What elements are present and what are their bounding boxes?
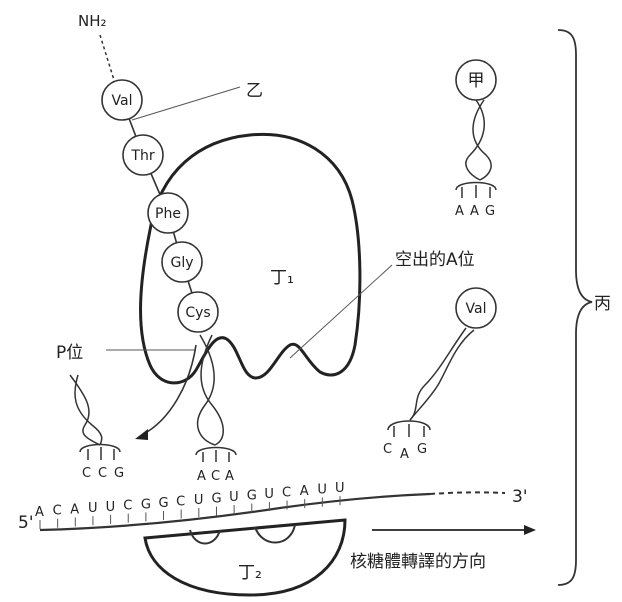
mrna-base: C <box>282 486 291 501</box>
anticodon-base: C <box>211 469 220 484</box>
direction-arrow-head <box>524 525 536 535</box>
amino-acid-label: Val <box>466 301 487 317</box>
anticodon-base: A <box>470 204 479 219</box>
mrna-base: C <box>123 499 132 514</box>
curly-brace <box>558 30 592 585</box>
anticodon-base: A <box>225 469 234 484</box>
bing-label: 丙 <box>594 294 611 314</box>
anticodon-base: G <box>114 466 124 481</box>
small-ribosome-subunit <box>145 520 345 595</box>
mrna-base: U <box>229 490 239 505</box>
amino-acid-val: Val <box>102 80 142 120</box>
mrna-base: A <box>300 484 309 499</box>
mrna-base: G <box>211 491 221 506</box>
mrna-base: A <box>70 502 79 517</box>
mrna-base: U <box>264 487 274 502</box>
trna-exiting <box>70 375 120 460</box>
anticodon-base: C <box>383 442 392 457</box>
amino-acid-thr: Thr <box>123 135 163 175</box>
five-prime-label: 5' <box>18 513 34 533</box>
mrna-base: C <box>53 504 62 519</box>
nh2-bond <box>100 35 114 80</box>
amino-acid-label: Cys <box>185 305 210 321</box>
anticodon-base: G <box>485 204 495 219</box>
trna-free-val <box>388 328 474 437</box>
yi-leader-line <box>132 87 240 120</box>
anticodon-base: A <box>197 469 206 484</box>
p-site-label: P位 <box>56 343 83 363</box>
anticodon-base: A <box>400 447 409 462</box>
amino-acid-label: Thr <box>130 148 154 164</box>
direction-label: 核糖體轉譯的方向 <box>350 552 486 572</box>
amino-acid-label: Gly <box>170 255 193 271</box>
empty-a-site-label: 空出的A位 <box>395 250 475 270</box>
ribosome-large-label: 丁₁ <box>270 268 294 288</box>
amino-acid-cys: Cys <box>178 292 218 332</box>
mrna-base: G <box>159 496 169 511</box>
mrna-strand-dashed <box>430 492 505 494</box>
mrna-base: U <box>106 500 116 515</box>
mrna-base: G <box>247 489 257 504</box>
amino-acid-gly: Gly <box>162 242 202 282</box>
yi-label: 乙 <box>246 81 263 101</box>
trna-free-top <box>456 100 496 198</box>
amino-acid-label: Phe <box>155 206 181 222</box>
anticodon-base: C <box>82 466 91 481</box>
anticodon-base: A <box>455 204 464 219</box>
amino-acid-phe: Phe <box>148 193 188 233</box>
mrna-base: G <box>141 497 151 512</box>
ribosome-small-label: 丁₂ <box>238 563 262 583</box>
mrna-base: C <box>176 494 185 509</box>
amino-acid-label: Val <box>112 93 133 109</box>
exit-arrow-head <box>135 429 148 440</box>
nh2-label: NH₂ <box>78 12 107 30</box>
three-prime-label: 3' <box>512 487 528 507</box>
mrna-base: U <box>88 501 98 516</box>
mrna-base: U <box>335 481 345 496</box>
mrna-base: U <box>317 483 327 498</box>
mrna-base: U <box>194 493 204 508</box>
anticodon-base: G <box>417 442 427 457</box>
mrna-base: A <box>35 505 44 520</box>
amino-acid-label: 甲 <box>468 71 485 91</box>
anticodon-base: C <box>98 466 107 481</box>
